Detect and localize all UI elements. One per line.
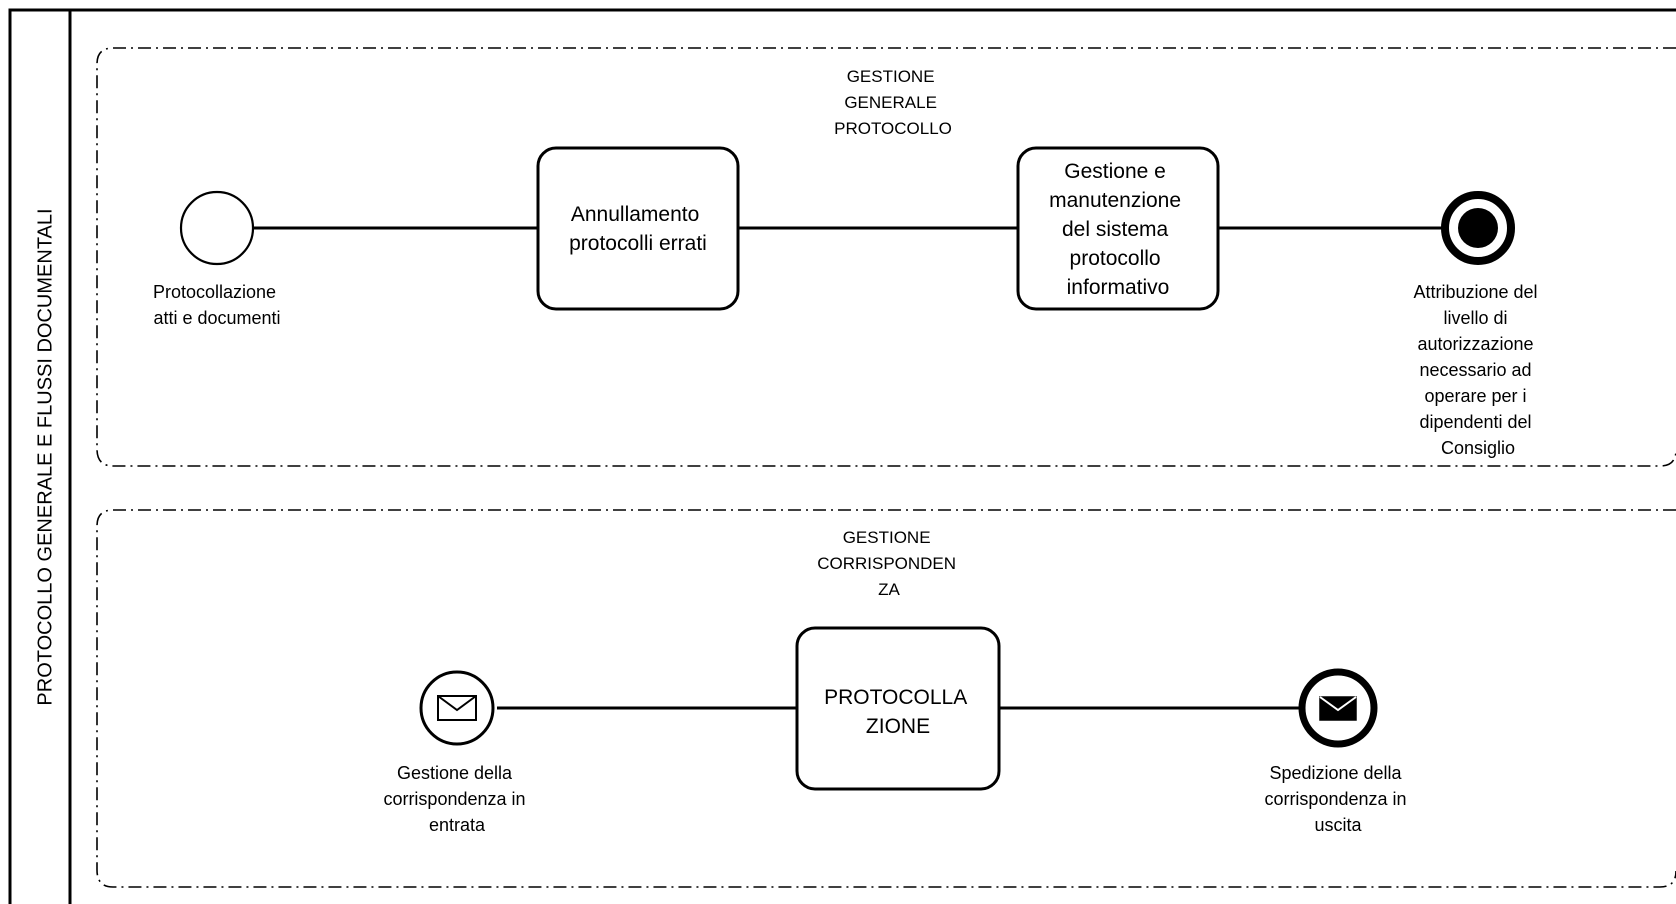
group-title-line: GENERALE	[844, 93, 937, 112]
label-line: Spedizione della	[1269, 763, 1402, 783]
pool-border	[8, 8, 1676, 904]
end-message-event[interactable]	[1298, 668, 1378, 748]
label-line: Gestione della	[397, 763, 513, 783]
label-line: protocollo	[1070, 247, 1161, 270]
start-event-label: Protocollazione atti e documenti	[153, 282, 281, 328]
label-line: dipendenti del	[1419, 412, 1531, 432]
label-line: uscita	[1314, 815, 1362, 835]
task-label: Annullamento protocolli errati	[569, 203, 707, 255]
start-event-label: Gestione della corrispondenza in entrata	[383, 763, 530, 835]
group-title-line: ZA	[878, 580, 900, 599]
group-title-line: PROTOCOLLO	[834, 119, 952, 138]
label-line: atti e documenti	[153, 308, 280, 328]
label-line: Gestione e	[1064, 160, 1166, 183]
label-line: corrispondenza in	[1264, 789, 1406, 809]
label-line: Consiglio	[1441, 438, 1515, 458]
group-title-line: GESTIONE	[847, 67, 935, 86]
label-line: protocolli errati	[569, 232, 707, 255]
task-label: Gestione e manutenzione del sistema prot…	[1049, 160, 1187, 299]
start-message-event[interactable]	[419, 670, 495, 746]
label-line: ZIONE	[866, 715, 930, 738]
label-line: corrispondenza in	[383, 789, 525, 809]
end-event-label: Attribuzione del livello di autorizzazio…	[1413, 282, 1542, 458]
task-annullamento[interactable]	[536, 146, 740, 311]
group-title: GESTIONE CORRISPONDEN ZA	[817, 528, 961, 599]
group-title-line: GESTIONE	[843, 528, 931, 547]
group-border	[96, 47, 1676, 467]
label-line: Attribuzione del	[1413, 282, 1537, 302]
task-label: PROTOCOLLA ZIONE	[824, 686, 972, 738]
start-event[interactable]	[179, 190, 255, 266]
group-gestione-generale-protocollo: GESTIONE GENERALE PROTOCOLLO Protocollaz…	[96, 47, 1676, 467]
group-gestione-corrispondenza: GESTIONE CORRISPONDEN ZA Gestione della …	[96, 509, 1676, 888]
envelope-outline-icon	[437, 695, 477, 721]
envelope-filled-icon	[1319, 696, 1357, 721]
label-line: PROTOCOLLA	[824, 686, 967, 709]
label-line: livello di	[1443, 308, 1507, 328]
end-event-label: Spedizione della corrispondenza in uscit…	[1264, 763, 1411, 835]
label-line: entrata	[429, 815, 486, 835]
pool-label: PROTOCOLLO GENERALE E FLUSSI DOCUMENTALI	[34, 208, 56, 705]
end-event-fill	[1458, 208, 1498, 248]
label-line: operare per i	[1424, 386, 1526, 406]
label-line: Protocollazione	[153, 282, 276, 302]
label-line: manutenzione	[1049, 189, 1181, 212]
task-protocollazione[interactable]	[795, 626, 1001, 791]
label-line: del sistema	[1062, 218, 1169, 241]
group-border	[96, 509, 1676, 888]
label-line: necessario ad	[1419, 360, 1531, 380]
label-line: autorizzazione	[1417, 334, 1533, 354]
task-gestione-manutenzione[interactable]	[1016, 146, 1220, 311]
label-line: Annullamento	[571, 203, 699, 226]
group-title-line: CORRISPONDEN	[817, 554, 956, 573]
label-line: informativo	[1067, 276, 1170, 299]
group-title: GESTIONE GENERALE PROTOCOLLO	[834, 67, 952, 138]
pool: PROTOCOLLO GENERALE E FLUSSI DOCUMENTALI	[8, 8, 1676, 904]
